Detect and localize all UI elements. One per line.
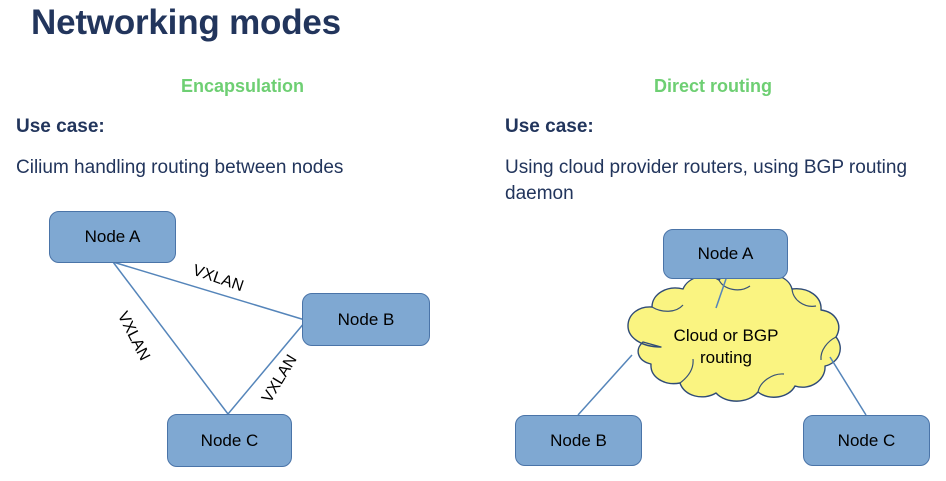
node-box-right-a[interactable]: Node A	[663, 229, 788, 279]
edge-node-b-cloud	[577, 354, 633, 416]
edge-node-a-cloud	[715, 278, 727, 309]
node-box-right-b[interactable]: Node B	[515, 415, 642, 466]
left-column-heading: Encapsulation	[181, 76, 305, 96]
edge-label-vxlan-ab: VXLAN	[190, 262, 246, 296]
right-column-heading: Direct routing	[654, 76, 773, 96]
right-usecase-label: Use case:	[505, 116, 594, 137]
left-usecase-label: Use case:	[16, 116, 105, 137]
edge-label-vxlan-ac: VXLAN	[113, 309, 153, 364]
node-box-left-a[interactable]: Node A	[49, 211, 176, 263]
right-usecase-text: Using cloud provider routers, using BGP …	[505, 157, 908, 204]
left-usecase-text: Cilium handling routing between nodes	[16, 157, 344, 178]
node-box-left-b[interactable]: Node B	[302, 293, 430, 346]
node-box-left-c[interactable]: Node C	[167, 414, 292, 467]
node-box-right-c[interactable]: Node C	[803, 415, 930, 466]
edge-label-vxlan-bc: VXLAN	[259, 352, 301, 406]
edge-node-c-cloud	[829, 356, 867, 416]
page-title: Networking modes	[31, 3, 341, 42]
cloud-label: Cloud or BGP routing	[673, 326, 779, 367]
